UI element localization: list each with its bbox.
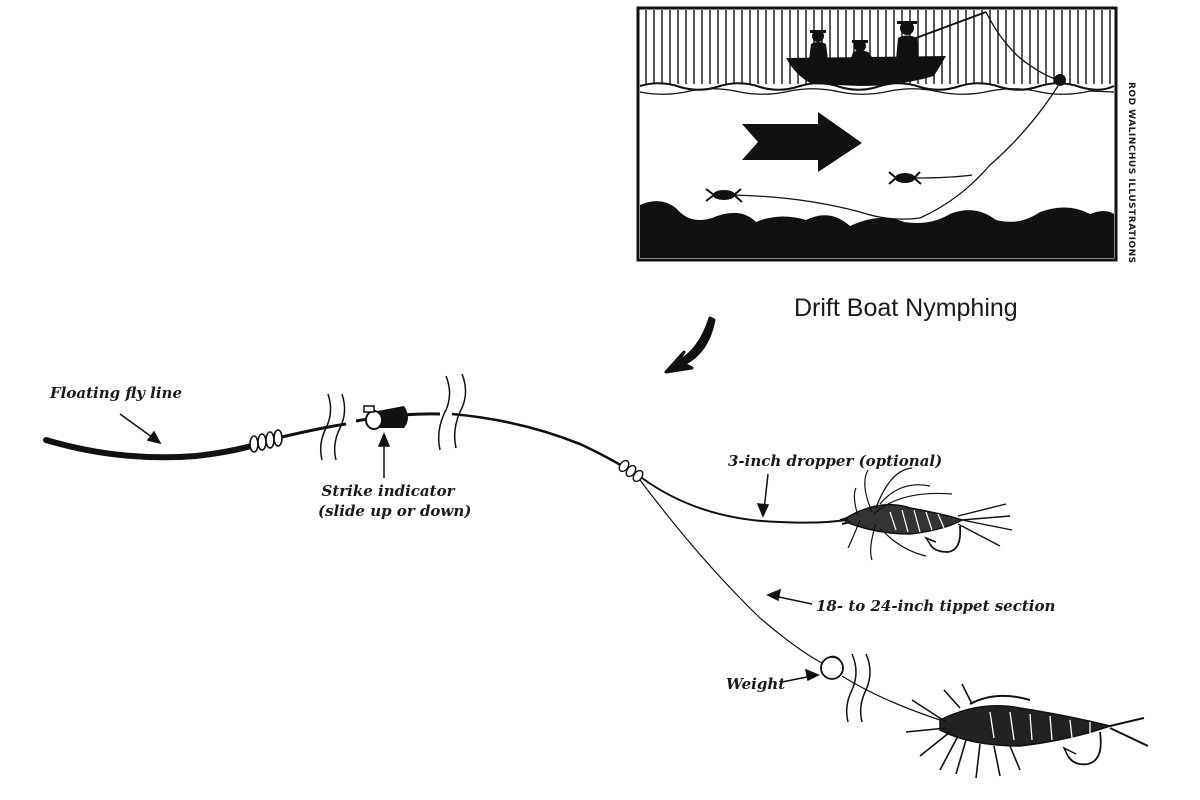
- label-strike-indicator-line1: Strike indicator: [321, 482, 455, 500]
- tippet-label-arrow: [773, 595, 813, 605]
- fishing-rod: [915, 11, 987, 39]
- leader-underwater: [729, 85, 1059, 220]
- fly-line-in-inset: [985, 11, 1059, 81]
- dropper-nymph-fly: [839, 467, 1013, 561]
- leader-taper: [451, 412, 633, 474]
- angler-right: [896, 21, 919, 60]
- drift-boat: [786, 56, 946, 86]
- nymph-rig: [43, 373, 1149, 779]
- water-surface-ripple: [639, 88, 1115, 95]
- illustrator-credit: ROD WALINCHUS ILLUSTRATIONS: [1126, 82, 1136, 264]
- fly-line-label-arrow: [119, 413, 157, 441]
- label-dropper: 3-inch dropper (optional): [728, 452, 943, 470]
- line-break-marks: [319, 373, 871, 723]
- label-tippet: 18- to 24-inch tippet section: [816, 597, 1056, 615]
- label-strike-indicator: Strike indicator (slide up or down): [318, 482, 472, 520]
- inset-strike-indicator: [1054, 74, 1066, 86]
- river-bottom-rocks: [640, 201, 1114, 258]
- label-arrows: [119, 413, 820, 683]
- angler-left: [809, 30, 828, 60]
- tippet-to-point-fly: [841, 675, 941, 721]
- line-knot: [249, 429, 283, 453]
- inset-nymph-lower: [705, 188, 743, 203]
- tippet-section: [639, 479, 825, 665]
- current-direction-arrow: [742, 112, 862, 172]
- diagram-title: Drift Boat Nymphing: [794, 294, 1018, 322]
- label-weight: Weight: [726, 675, 786, 693]
- point-stonefly-nymph: [905, 683, 1149, 779]
- strike-indicator: [363, 405, 408, 430]
- label-strike-indicator-line2: (slide up or down): [318, 502, 472, 520]
- split-shot-weight: [820, 655, 844, 680]
- dropper-line: [641, 477, 847, 524]
- floating-fly-line: [43, 437, 261, 461]
- blood-knot: [618, 459, 644, 483]
- water-surface: [639, 82, 1115, 91]
- angler-rower: [850, 40, 876, 62]
- pointer-arrow-icon: [664, 316, 716, 374]
- label-floating-fly-line: Floating fly line: [50, 384, 183, 402]
- inset-nymph-upper: [888, 171, 922, 185]
- drift-boat-inset: [636, 6, 1118, 262]
- inset-dropper: [913, 174, 973, 179]
